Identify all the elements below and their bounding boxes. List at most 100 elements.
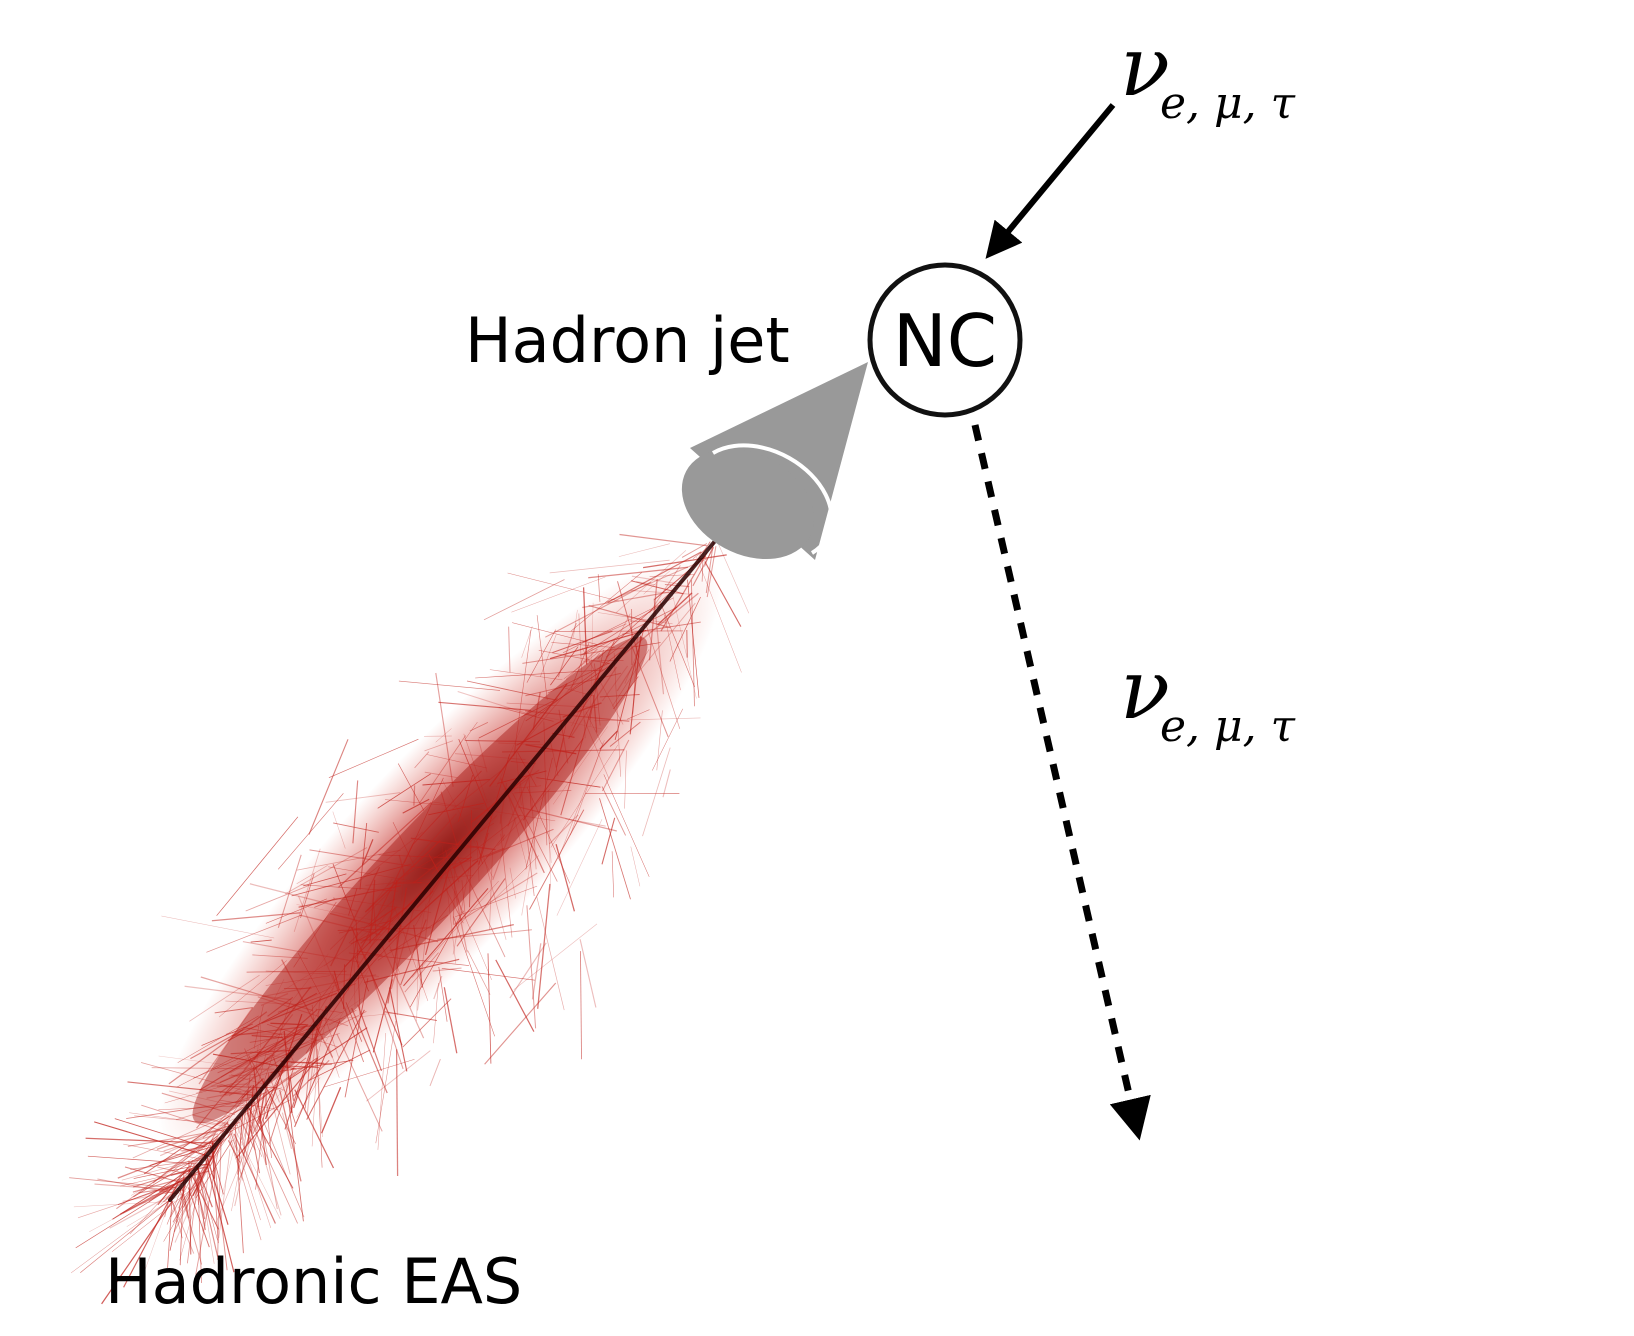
shower-track bbox=[377, 914, 449, 961]
shower-track bbox=[398, 680, 501, 691]
shower-track bbox=[573, 609, 578, 638]
shower-track bbox=[507, 572, 619, 602]
shower-track bbox=[218, 1149, 231, 1238]
shower-track bbox=[332, 974, 365, 1063]
shower-track bbox=[599, 730, 618, 750]
shower-track bbox=[253, 1004, 264, 1049]
incoming-neutrino-symbol: ν bbox=[1120, 20, 1170, 115]
shower-track bbox=[167, 1194, 173, 1268]
shower-track bbox=[599, 694, 640, 698]
outgoing-neutrino-arrow bbox=[971, 424, 1151, 1141]
shower-track bbox=[179, 1172, 185, 1266]
shower-track bbox=[511, 576, 606, 613]
shower-track bbox=[513, 923, 598, 990]
shower-track bbox=[413, 841, 466, 884]
shower-track bbox=[279, 1089, 302, 1182]
shower-track bbox=[368, 907, 396, 927]
shower-track bbox=[367, 878, 393, 912]
shower-track bbox=[289, 1077, 295, 1101]
shower-track bbox=[492, 817, 517, 880]
shower-track bbox=[633, 642, 661, 648]
shower-track bbox=[537, 643, 632, 717]
shower-track bbox=[536, 615, 548, 700]
shower-track bbox=[532, 692, 541, 730]
shower-track bbox=[440, 791, 459, 849]
shower-track bbox=[512, 622, 598, 645]
shower-track bbox=[570, 572, 642, 632]
shower-track bbox=[377, 773, 431, 809]
shower-track bbox=[257, 996, 349, 1027]
shower-track bbox=[498, 706, 554, 722]
shower-track bbox=[292, 1011, 367, 1050]
shower-track bbox=[552, 726, 608, 805]
shower-track bbox=[161, 915, 275, 939]
shower-track bbox=[133, 1163, 203, 1179]
shower-track bbox=[189, 974, 260, 1022]
shower-track bbox=[245, 885, 310, 912]
shower-track bbox=[424, 771, 458, 778]
shower-track bbox=[229, 1124, 261, 1221]
shower-track bbox=[221, 1104, 246, 1197]
shower-track bbox=[543, 721, 548, 846]
shower-track bbox=[270, 1022, 307, 1026]
shower-track bbox=[211, 1143, 228, 1271]
shower-track bbox=[184, 985, 292, 1001]
shower-track bbox=[260, 992, 289, 1007]
shower-track bbox=[657, 592, 693, 626]
shower-track bbox=[209, 1145, 224, 1195]
shower-track bbox=[179, 1189, 203, 1265]
shower-track bbox=[547, 662, 610, 694]
shower-track bbox=[487, 953, 492, 1064]
shower-track bbox=[132, 1106, 248, 1159]
shower-track bbox=[277, 854, 302, 928]
shower-track bbox=[525, 744, 577, 755]
shower-track bbox=[206, 1156, 229, 1225]
shower-track bbox=[182, 1117, 242, 1202]
shower-track bbox=[442, 780, 494, 878]
shower-track bbox=[477, 738, 488, 773]
shower-track bbox=[133, 1149, 212, 1198]
shower-track bbox=[237, 1115, 248, 1161]
shower-track bbox=[429, 1058, 441, 1087]
shower-track bbox=[251, 1000, 291, 1118]
shower-track bbox=[432, 967, 462, 972]
shower-track bbox=[127, 1127, 234, 1147]
shower-track bbox=[293, 1005, 327, 1109]
shower-track bbox=[550, 646, 579, 686]
shower-track bbox=[581, 647, 624, 725]
shower-track bbox=[247, 1104, 282, 1216]
shower-track bbox=[220, 1085, 268, 1098]
shower-track bbox=[453, 916, 495, 1037]
shower-track bbox=[435, 672, 454, 787]
shower-track bbox=[521, 626, 533, 658]
shower-track bbox=[386, 823, 495, 887]
shower-track bbox=[329, 872, 410, 950]
shower-track bbox=[344, 887, 426, 968]
shower-core bbox=[168, 533, 722, 1202]
shower-track bbox=[582, 587, 588, 665]
shower-track bbox=[704, 561, 742, 627]
shower-track bbox=[284, 1065, 320, 1069]
shower-track bbox=[253, 1067, 267, 1165]
shower-track bbox=[140, 1186, 175, 1282]
shower-track bbox=[265, 970, 379, 977]
shower-track bbox=[637, 602, 696, 673]
shower-track bbox=[523, 652, 601, 744]
shower-track bbox=[455, 885, 538, 917]
shower-track bbox=[251, 1045, 259, 1134]
shower-track bbox=[452, 866, 470, 955]
shower-track bbox=[514, 742, 522, 806]
shower-track bbox=[357, 1004, 383, 1072]
shower-track bbox=[279, 1014, 294, 1031]
shower-track bbox=[265, 975, 331, 986]
shower-track bbox=[495, 959, 535, 1032]
shower-track bbox=[348, 888, 358, 916]
shower-track bbox=[85, 1137, 216, 1145]
shower-track bbox=[482, 854, 507, 940]
shower-track bbox=[464, 721, 478, 741]
shower-track bbox=[242, 1026, 283, 1036]
shower-track bbox=[228, 1074, 256, 1077]
shower-track bbox=[190, 1029, 244, 1060]
shower-track bbox=[435, 728, 452, 743]
